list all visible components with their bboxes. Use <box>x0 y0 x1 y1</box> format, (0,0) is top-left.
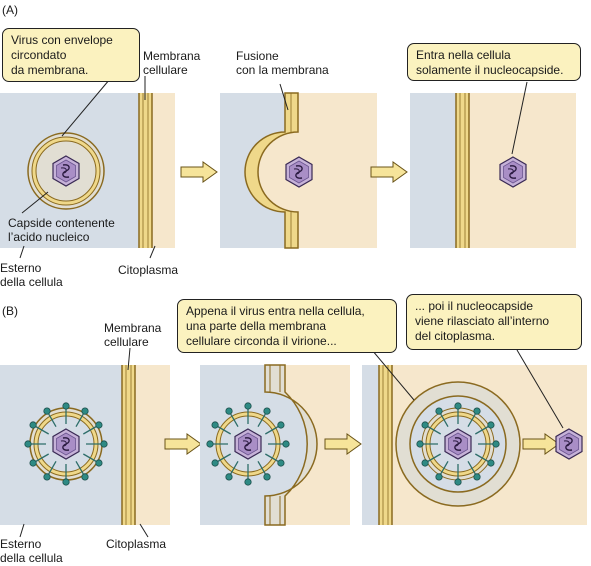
label-outside-cell-b: Esterno della cellula <box>0 537 63 565</box>
panel-a-frame-1 <box>0 72 175 259</box>
arrow-b1 <box>164 433 202 455</box>
spike-glycoprotein <box>421 459 429 467</box>
arrow-a1 <box>180 161 218 183</box>
spike-glycoprotein <box>24 440 32 448</box>
spike-glycoprotein <box>277 421 285 429</box>
callout-nucleocapsid-released: ... poi il nucleocapside viene rilasciat… <box>406 294 582 350</box>
spike-glycoprotein <box>487 459 495 467</box>
spike-glycoprotein <box>211 459 219 467</box>
callout-nucleocapsid-enters: Entra nella cellula solamente il nucleoc… <box>407 43 581 81</box>
label-outside-cell-a: Esterno della cellula <box>0 261 63 289</box>
panel-b-tag: (B) <box>2 304 18 318</box>
enveloped-virus <box>27 132 105 210</box>
spike-glycoprotein <box>211 421 219 429</box>
spike-glycoprotein <box>95 421 103 429</box>
spike-glycoprotein <box>81 407 89 415</box>
spike-glycoprotein <box>244 478 252 486</box>
spike-glycoprotein <box>435 473 443 481</box>
panel-a-frame-2 <box>220 83 377 249</box>
spike-glycoprotein <box>454 402 462 410</box>
spike-glycoprotein <box>454 478 462 486</box>
spike-glycoprotein <box>100 440 108 448</box>
panel-b <box>0 347 587 538</box>
endocytic-vesicle <box>395 381 521 507</box>
spike-glycoprotein <box>62 478 70 486</box>
callout-membrane-surrounds-virion: Appena il virus entra nella cellula, una… <box>177 299 397 353</box>
spike-glycoprotein <box>263 473 271 481</box>
spike-glycoprotein <box>43 473 51 481</box>
spike-glycoprotein <box>95 459 103 467</box>
spike-glycoprotein <box>263 407 271 415</box>
spike-glycoprotein <box>473 407 481 415</box>
spike-glycoprotein <box>435 407 443 415</box>
label-cell-membrane-a: Membrana cellulare <box>143 49 201 77</box>
panel-a-tag: (A) <box>2 3 18 17</box>
panel-a <box>0 72 576 259</box>
panel-b-frame-1 <box>0 347 170 538</box>
spike-glycoprotein <box>206 440 214 448</box>
spiked-virus <box>24 402 108 486</box>
panel-b-frame-3 <box>362 349 587 525</box>
spike-glycoprotein <box>282 440 290 448</box>
spike-glycoprotein <box>43 407 51 415</box>
spike-glycoprotein <box>421 421 429 429</box>
spike-glycoprotein <box>81 473 89 481</box>
label-cell-membrane-b: Membrana cellulare <box>104 321 162 349</box>
label-capsid: Capside contenente l’acido nucleico <box>8 216 115 244</box>
spike-glycoprotein <box>29 421 37 429</box>
callout-enveloped-virus: Virus con envelope circondato da membran… <box>2 28 140 82</box>
spike-glycoprotein <box>487 421 495 429</box>
panel-b-frame-2 <box>200 364 350 526</box>
spike-glycoprotein <box>492 440 500 448</box>
spike-glycoprotein <box>225 407 233 415</box>
spike-glycoprotein <box>29 459 37 467</box>
spike-glycoprotein <box>277 459 285 467</box>
spike-glycoprotein <box>473 473 481 481</box>
label-membrane-fusion: Fusione con la membrana <box>236 49 329 77</box>
spiked-virus <box>206 402 290 486</box>
spike-glycoprotein <box>62 402 70 410</box>
spike-glycoprotein <box>244 402 252 410</box>
label-cytoplasm-b: Citoplasma <box>106 537 167 551</box>
spike-glycoprotein <box>225 473 233 481</box>
label-cytoplasm-a: Citoplasma <box>118 263 179 277</box>
panel-a-frame-3 <box>410 81 576 248</box>
spike-glycoprotein <box>416 440 424 448</box>
